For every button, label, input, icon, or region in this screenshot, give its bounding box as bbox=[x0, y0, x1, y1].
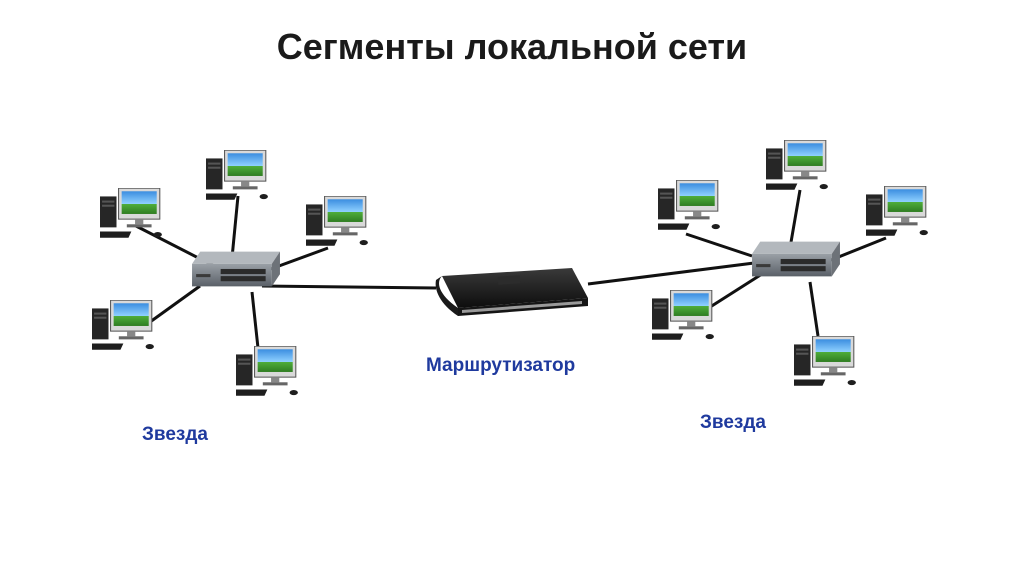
computer-icon[interactable] bbox=[83, 300, 155, 351]
computer-icon[interactable] bbox=[643, 290, 715, 341]
left-segment-label: Звезда bbox=[142, 424, 208, 445]
computer-icon[interactable] bbox=[197, 150, 269, 201]
left-star-segment bbox=[83, 150, 369, 397]
computer-icon[interactable] bbox=[297, 196, 369, 247]
router-node bbox=[435, 268, 588, 316]
right-segment-label: Звезда bbox=[700, 412, 766, 433]
computer-icon[interactable] bbox=[757, 140, 829, 191]
computer-icon[interactable] bbox=[785, 336, 857, 387]
computer-icon[interactable] bbox=[649, 180, 721, 231]
page-title: Сегменты локальной сети bbox=[276, 26, 748, 67]
router-label: Маршрутизатор bbox=[426, 355, 576, 376]
right-star-segment bbox=[643, 140, 929, 387]
router-icon[interactable] bbox=[435, 268, 588, 316]
computer-icon[interactable] bbox=[227, 346, 299, 397]
switch-icon[interactable] bbox=[752, 241, 840, 277]
computer-icon[interactable] bbox=[91, 188, 163, 239]
computer-icon[interactable] bbox=[857, 186, 929, 237]
switch-icon[interactable] bbox=[192, 251, 280, 287]
